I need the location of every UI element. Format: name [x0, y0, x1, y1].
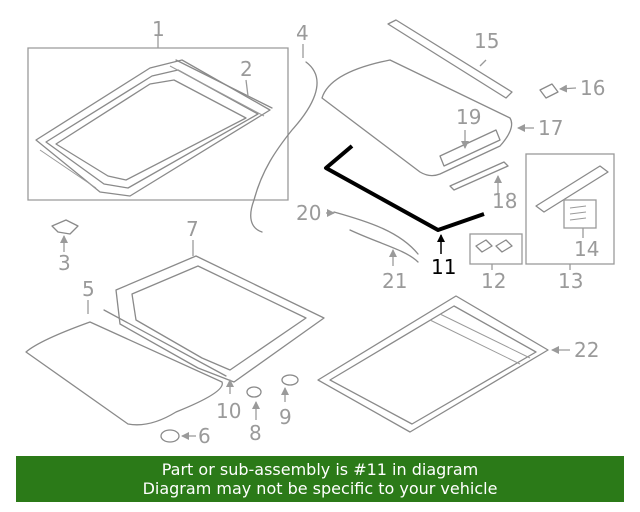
- callout-17: 17: [538, 116, 563, 140]
- part-14-box: [563, 199, 597, 229]
- callout-6: 6: [198, 424, 211, 448]
- callout-14: 14: [574, 237, 599, 261]
- part-17-glass: [321, 59, 513, 177]
- part-18-guide: [449, 161, 509, 191]
- callout-1: 1: [152, 17, 165, 41]
- footer-line-2: Diagram may not be specific to your vehi…: [142, 479, 498, 498]
- callout-7: 7: [186, 217, 199, 241]
- part-12-clips: [475, 239, 513, 253]
- callout-9: 9: [279, 405, 292, 429]
- part-2-rail: [175, 59, 273, 109]
- part-4-drain-hose: [250, 61, 318, 233]
- part-11-seal: [324, 144, 485, 232]
- part-16-bracket: [539, 83, 559, 99]
- footer-banner: Part or sub-assembly is #11 in diagram D…: [16, 456, 624, 502]
- part-9-grommet: [281, 374, 299, 386]
- footer-line-1: Part or sub-assembly is #11 in diagram: [161, 460, 479, 479]
- callout-19: 19: [456, 105, 481, 129]
- callout-20: 20: [296, 201, 321, 225]
- part-14-pads: [569, 205, 587, 221]
- part-7-lower-frame: [115, 255, 325, 383]
- part-6-clip: [160, 429, 180, 443]
- callout-8: 8: [249, 421, 262, 445]
- callout-22: 22: [574, 338, 599, 362]
- part-13-motor: [535, 165, 609, 213]
- part-20-strip: [333, 211, 419, 255]
- callout-13: 13: [558, 269, 583, 293]
- callout-12: 12: [481, 269, 506, 293]
- part-15-deflector: [387, 19, 513, 99]
- callout-16: 16: [580, 76, 605, 100]
- part-5-glass: [25, 321, 223, 426]
- callout-18: 18: [492, 189, 517, 213]
- callout-2: 2: [240, 57, 253, 81]
- part-3-clip: [51, 219, 79, 235]
- part-1-frame-assembly: [27, 47, 289, 201]
- part-10-strip: [103, 309, 227, 377]
- callout-4: 4: [296, 21, 309, 45]
- part-21-strip: [349, 229, 419, 263]
- callout-21: 21: [382, 269, 407, 293]
- callout-10: 10: [216, 399, 241, 423]
- part-22-sunshade: [317, 295, 549, 433]
- callout-3: 3: [58, 251, 71, 275]
- callout-11: 11: [431, 255, 456, 279]
- part-8-grommet: [246, 386, 262, 398]
- callout-5: 5: [82, 277, 95, 301]
- part-19-trim: [439, 129, 501, 167]
- part-12-clips-box: [469, 233, 523, 265]
- callout-15: 15: [474, 29, 499, 53]
